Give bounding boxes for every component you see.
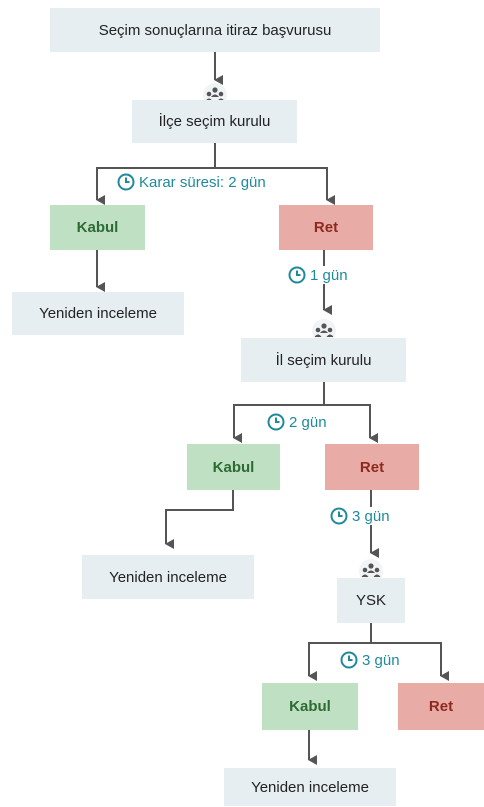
- kabul-label-1: Kabul: [76, 219, 119, 236]
- clock-icon: [267, 413, 285, 431]
- arrow-ysk-to-kabul: [308, 623, 372, 681]
- kabul-box-1: Kabul: [50, 205, 145, 250]
- clock-icon: [340, 651, 358, 669]
- arrow-kabul2-to-outcome: [165, 490, 234, 549]
- appeal-time-text-2: 3 gün: [352, 507, 390, 525]
- outcome-label-1: Yeniden inceleme: [39, 305, 157, 322]
- arrow-il-to-kabul: [233, 382, 325, 443]
- kabul-box-2: Kabul: [187, 444, 280, 490]
- kabul-label-2: Kabul: [212, 458, 255, 476]
- decision-time-text-2: 2 gün: [289, 413, 327, 431]
- yeniden-inceleme-box-3: Yeniden inceleme: [224, 768, 396, 806]
- arrow-ilce-to-ret: [215, 167, 335, 205]
- start-box: Seçim sonuçlarına itiraz başvurusu: [50, 8, 380, 52]
- decision-time-text-3: 3 gün: [362, 651, 400, 669]
- il-secim-kurulu-box: İl seçim kurulu: [241, 338, 406, 382]
- group-of-people-icon: [356, 558, 386, 584]
- kabul-label-3: Kabul: [289, 698, 331, 715]
- appeal-time-label-1: 1 gün: [288, 266, 348, 284]
- ilce-secim-kurulu-box: İlçe seçim kurulu: [132, 100, 297, 143]
- arrow-ysk-to-ret: [371, 642, 449, 681]
- il-body-label: İl seçim kurulu: [275, 351, 372, 369]
- outcome-label-2: Yeniden inceleme: [109, 568, 227, 586]
- arrow-il-to-ret: [324, 404, 378, 443]
- ret-label-2: Ret: [359, 458, 385, 476]
- decision-time-label: Karar süresi: 2 gün: [117, 173, 266, 191]
- outcome-label-3: Yeniden inceleme: [251, 778, 369, 796]
- yeniden-inceleme-box-2: Yeniden inceleme: [82, 555, 254, 599]
- appeal-time-label-2: 3 gün: [330, 507, 390, 525]
- ysk-label: YSK: [355, 592, 386, 609]
- group-of-people-icon: [309, 318, 339, 344]
- clock-icon: [330, 507, 348, 525]
- ret-box-3: Ret: [398, 683, 484, 730]
- appeal-time-text-1: 1 gün: [310, 266, 348, 284]
- clock-icon: [288, 266, 306, 284]
- yeniden-inceleme-box-1: Yeniden inceleme: [12, 292, 184, 335]
- decision-time-text: Karar süresi: 2 gün: [139, 173, 266, 191]
- kabul-box-3: Kabul: [262, 683, 358, 730]
- ret-label-3: Ret: [428, 698, 454, 715]
- ret-label-1: Ret: [313, 219, 339, 236]
- arrow-ilce-to-kabul: [96, 143, 216, 205]
- ret-box-1: Ret: [279, 205, 373, 250]
- clock-icon: [117, 173, 135, 191]
- ysk-box: YSK: [337, 578, 405, 623]
- start-label: Seçim sonuçlarına itiraz başvurusu: [98, 21, 332, 39]
- ilce-body-label: İlçe seçim kurulu: [158, 113, 271, 130]
- decision-time-label-3: 3 gün: [340, 651, 400, 669]
- ret-box-2: Ret: [325, 444, 419, 490]
- decision-time-label-2: 2 gün: [267, 413, 327, 431]
